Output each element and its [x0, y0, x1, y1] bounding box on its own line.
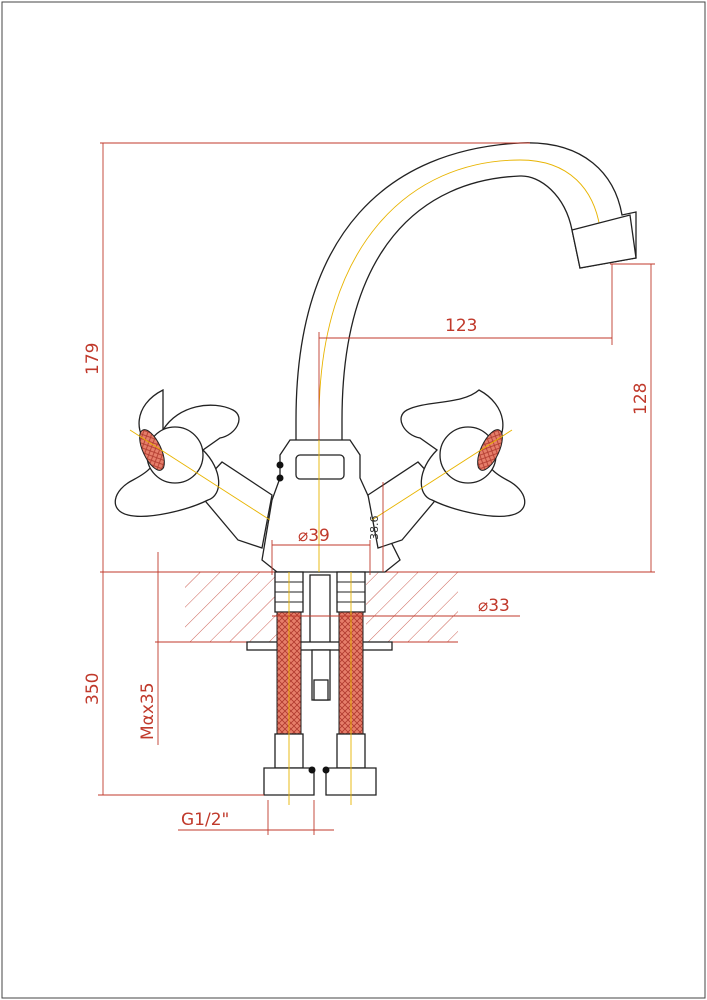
- label-connection-thread: G1/2": [181, 810, 229, 830]
- right-hose: [308, 571, 377, 805]
- mounting-stud: [246, 574, 393, 701]
- label-spout-reach: 123: [445, 316, 477, 336]
- faucet-body: [261, 439, 401, 573]
- dimension-lines: [98, 142, 655, 835]
- label-hole-diameter: ⌀33: [478, 596, 510, 616]
- label-base-diameter: ⌀39: [298, 526, 330, 546]
- label-total-height: 179: [83, 343, 103, 375]
- right-handle: [367, 389, 526, 549]
- spout: [295, 142, 637, 451]
- label-handle-offset: 38.6: [368, 516, 381, 541]
- countertop: [100, 571, 655, 643]
- label-hose-length: 350: [83, 673, 103, 705]
- label-mount-thread: Mαx35: [138, 682, 158, 740]
- left-handle: [114, 388, 273, 549]
- left-hose: [263, 571, 315, 805]
- label-spout-height: 128: [631, 383, 651, 415]
